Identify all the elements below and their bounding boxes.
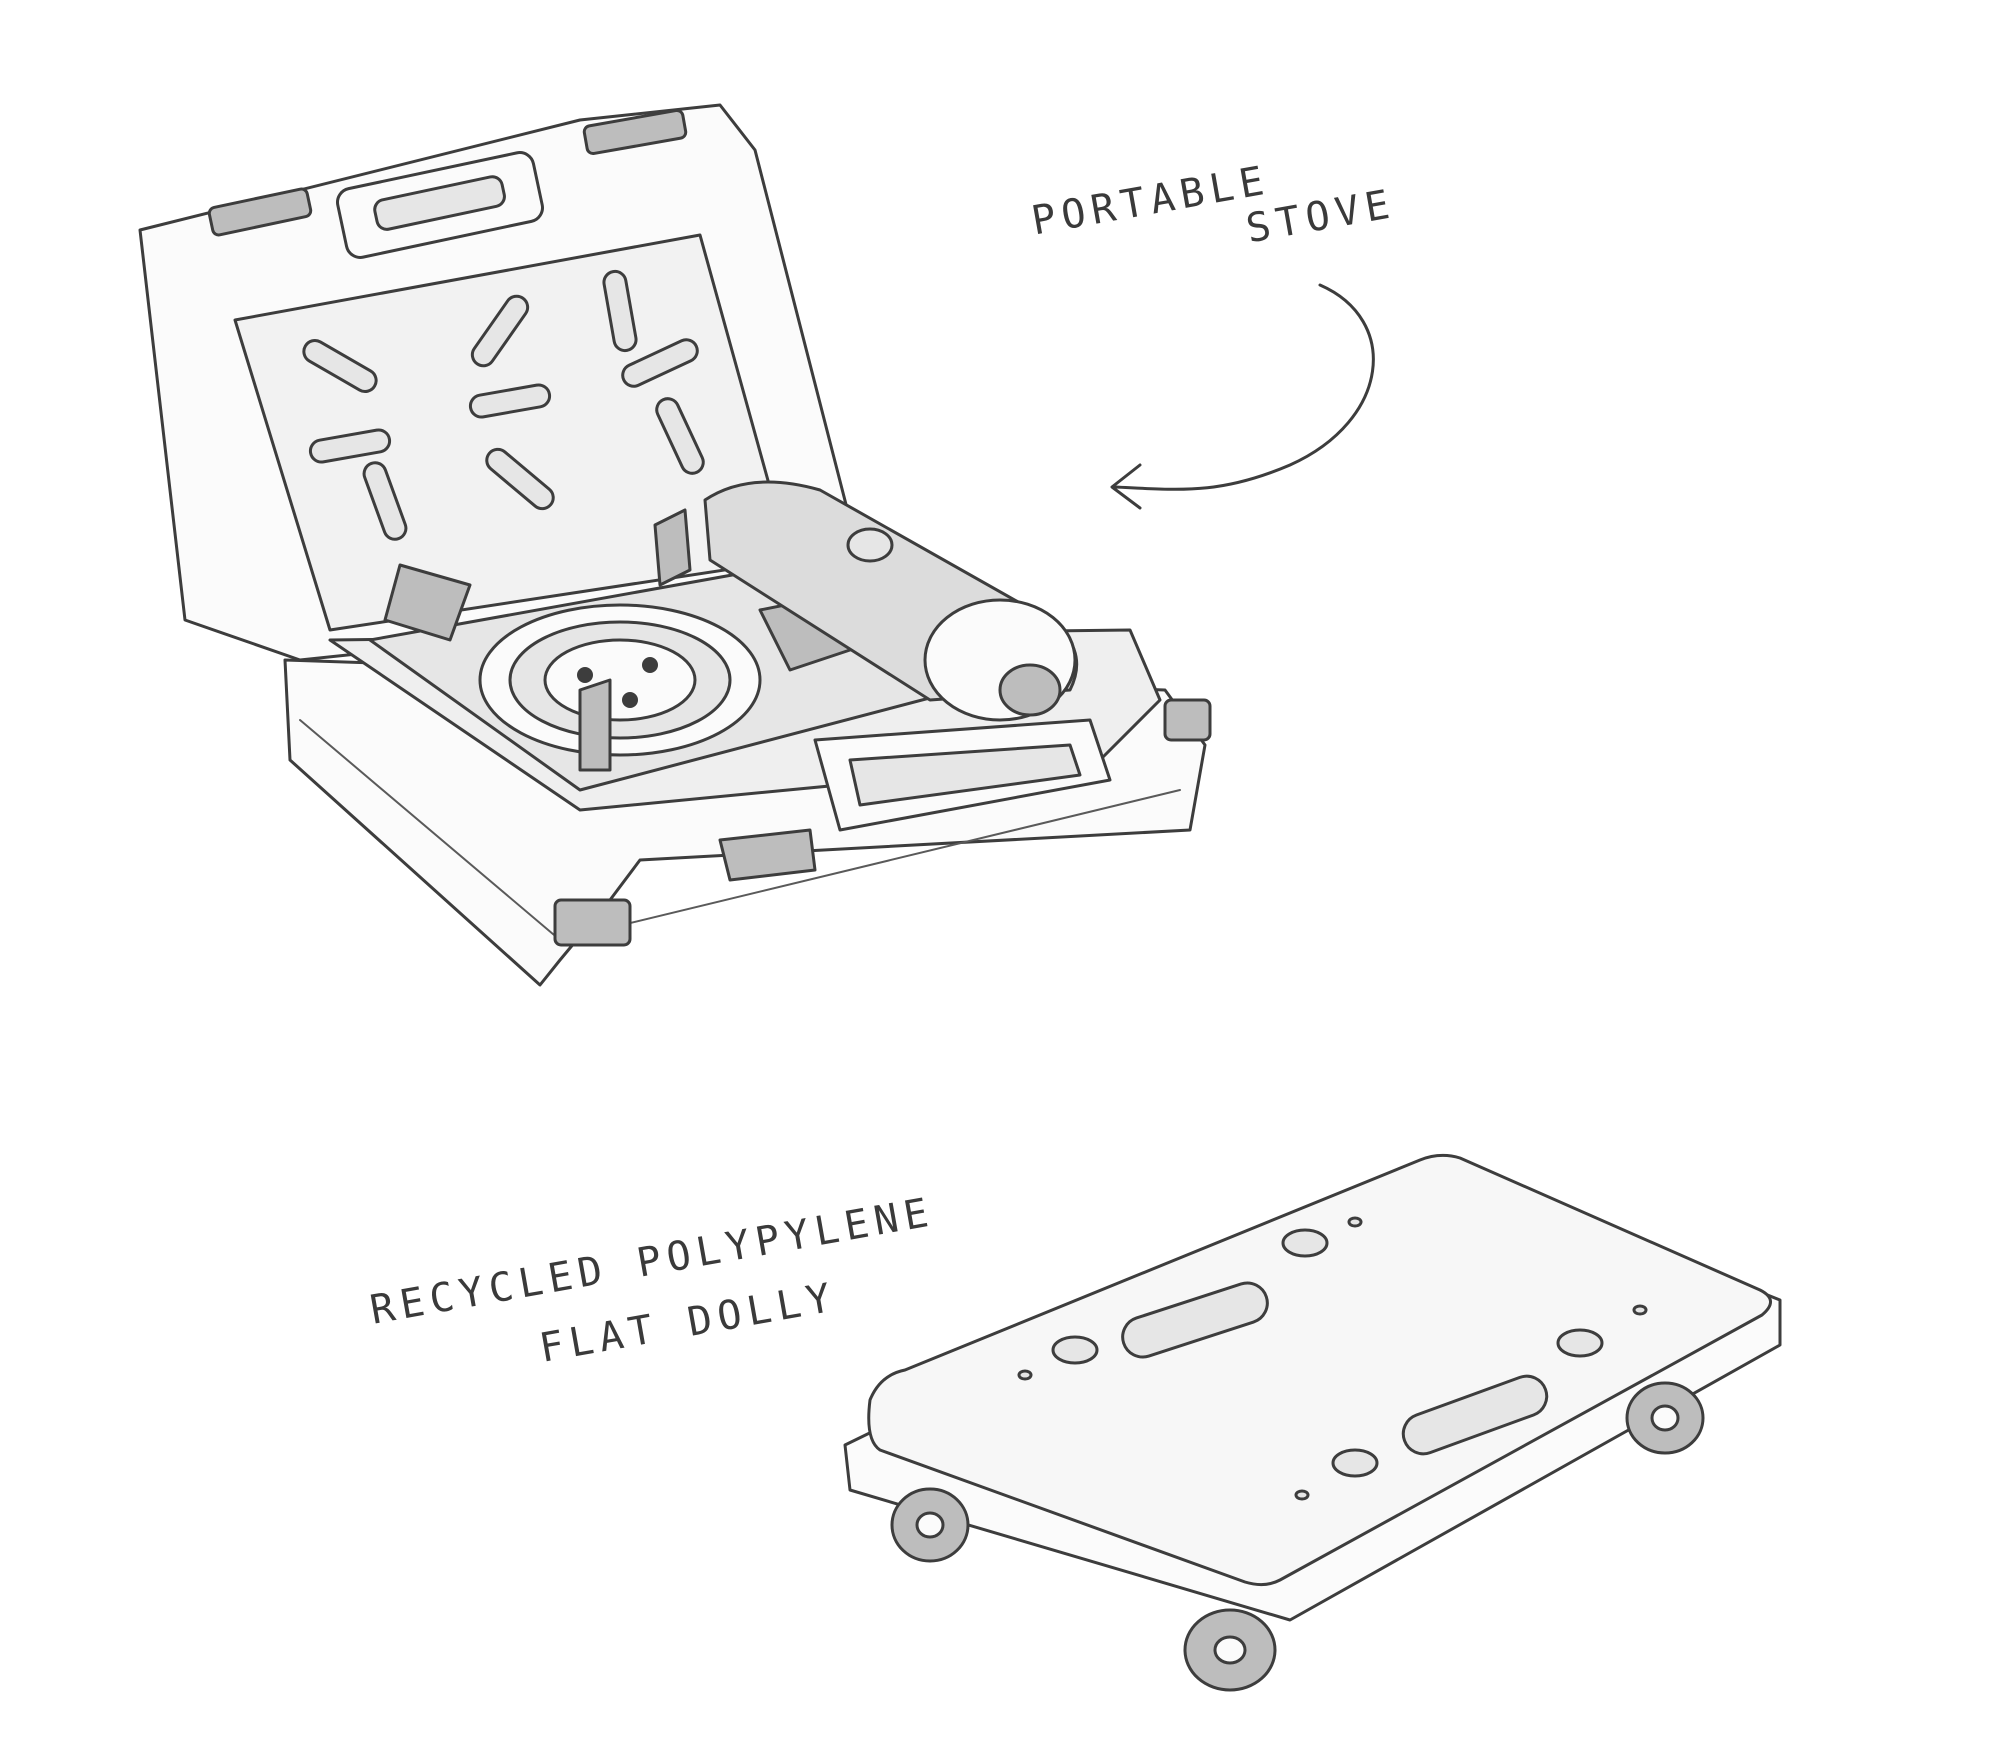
stove-burner: [478, 603, 762, 757]
dolly-mounting-holes: [1017, 1216, 1648, 1501]
dolly-handle-slots: [1121, 1281, 1549, 1456]
stove-front-handle: [718, 718, 1112, 882]
stove-lid-vents: [302, 269, 705, 541]
stove-pot-support-2: [653, 508, 692, 587]
stove-gas-canister: [703, 480, 1079, 722]
dolly-caster-wheels: [890, 1381, 1705, 1692]
stove-lid-latch-right: [582, 108, 688, 156]
stove-pot-support-1: [383, 563, 472, 642]
stove-label-line-1: PORTABLE: [1028, 157, 1273, 244]
stove-pot-support-3: [578, 678, 612, 772]
flat-dolly-illustration: [843, 1153, 1782, 1692]
portable-stove-illustration: [138, 103, 1212, 987]
stove-pointer-arrow: [1110, 283, 1375, 510]
flat-dolly-label: RECYCLED POLYPYLENE FLAT DOLLY: [367, 1189, 938, 1372]
stove-corner-foot-right: [1163, 698, 1212, 742]
portable-stove-label: PORTABLE STOVE: [1028, 157, 1399, 252]
dolly-top-surface: [867, 1153, 1772, 1587]
stove-corner-foot-left: [553, 898, 632, 947]
stove-lid-latch-left: [207, 187, 313, 237]
